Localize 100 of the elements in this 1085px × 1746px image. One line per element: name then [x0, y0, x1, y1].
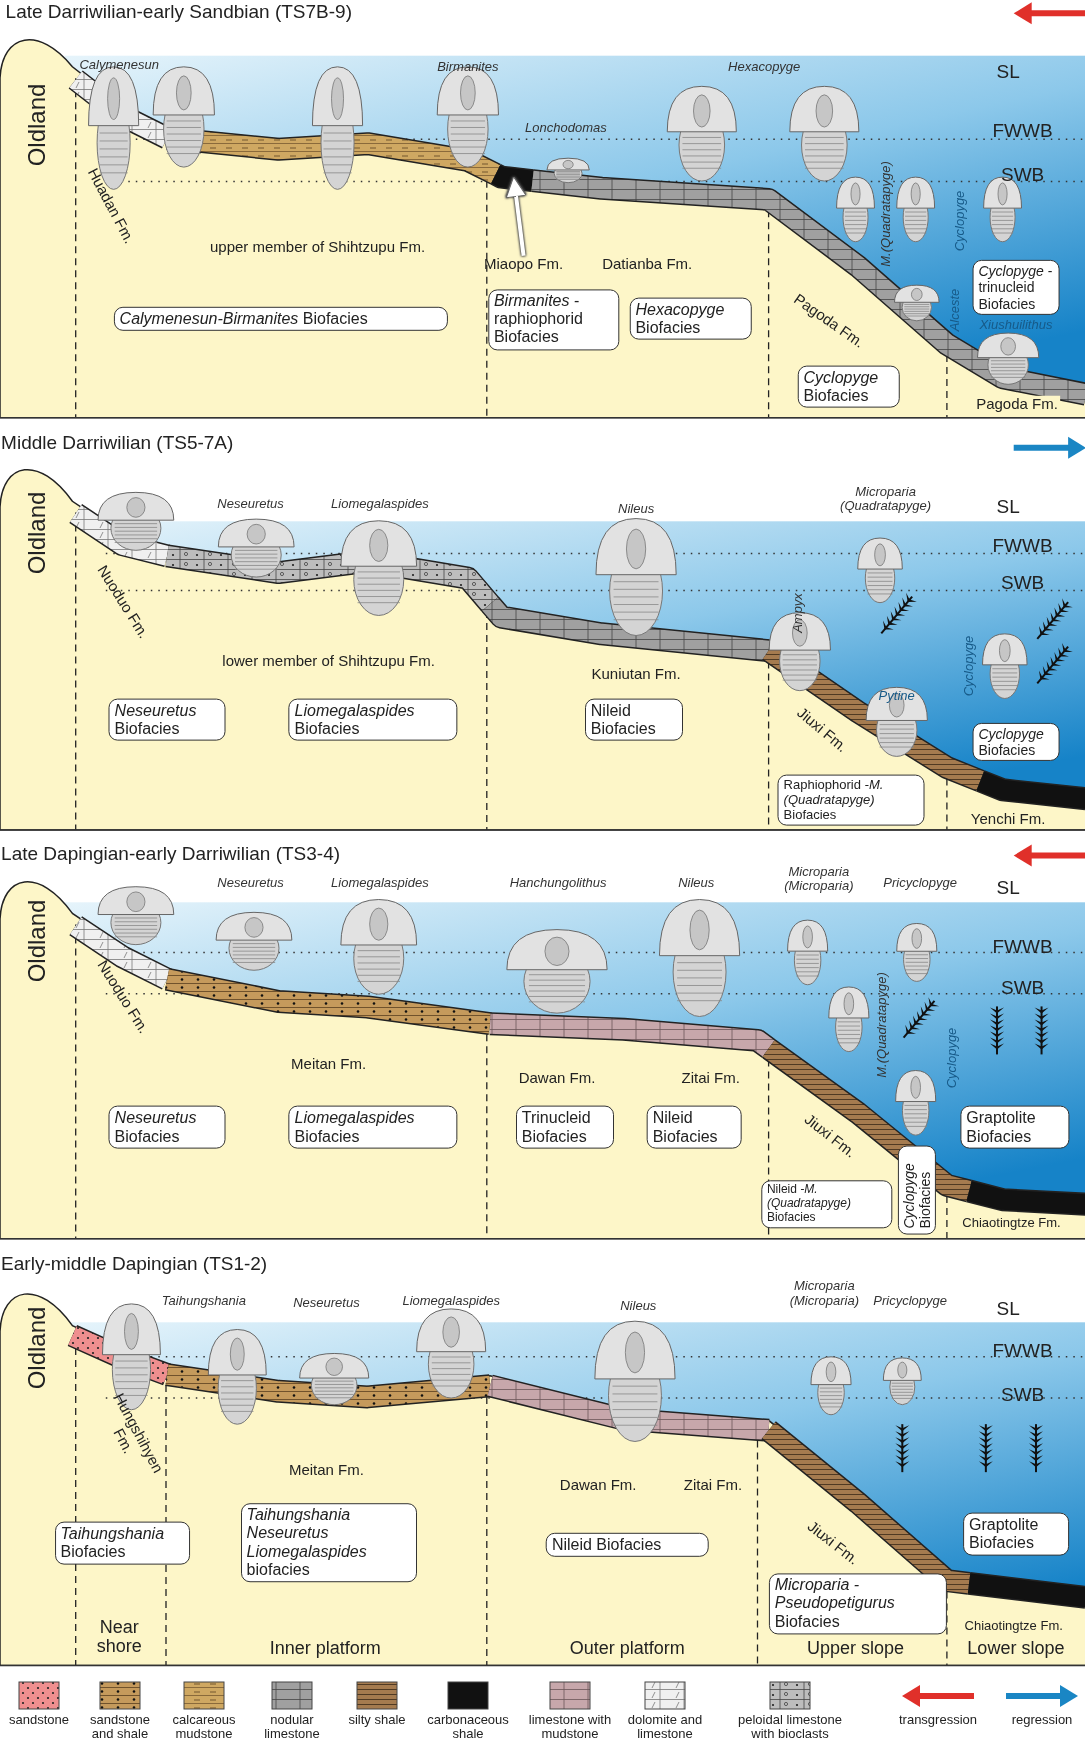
zone-label: Near shore [95, 1617, 143, 1658]
genus-label: Hexacopyge [728, 59, 801, 74]
legend-label: nodular limestone [263, 1713, 321, 1741]
formation-label: Chiaotingtze Fm. [962, 1619, 1065, 1634]
landmass-label: Oldland [23, 491, 50, 574]
formation-label: Dawan Fm. [559, 1476, 637, 1494]
shale-layer [489, 164, 534, 193]
biofacies-box: Trinucleid Biofacies [515, 1105, 614, 1149]
biofacies-box: Graptolite Biofacies [960, 1105, 1070, 1149]
biofacies-box: Liomegalaspides Biofacies [288, 1105, 458, 1149]
formation-label: Jiuxi Fm. [793, 704, 851, 756]
biofacies-box: Cyclopyge -trinucleid Biofacies [972, 260, 1060, 315]
formation-label: Meitan Fm. [288, 1462, 364, 1479]
genus-label: Microparia (Microparia) [783, 864, 855, 894]
biofacies-box: Cyclopyge Biofacies [972, 722, 1060, 761]
water-level-label: FWWB [992, 120, 1053, 142]
biofacies-box: Liomegalaspides Biofacies [288, 698, 458, 741]
legend-label: calcareous mudstone [171, 1713, 237, 1741]
formation-label: lower member of Shihtzupu Fm. [222, 652, 435, 669]
biofacies-box: Taihungshania Neseuretus Liomegalaspides biofacies [240, 1503, 417, 1583]
landmass-label: Oldland [23, 83, 50, 167]
genus-label: M.(Quadratapyge) [878, 161, 893, 267]
genus-label: Taihungshania [161, 1293, 246, 1309]
panel-title: Late Darriwilian-early Sandbian (TS7B-9) [5, 1, 352, 23]
formation-label: Chiaotingtze Fm. [960, 1215, 1063, 1231]
genus-label: Lonchodomas [525, 120, 607, 136]
water-level-label: SWB [1000, 572, 1045, 594]
biofacies-box: Hexacopyge Biofacies [629, 297, 752, 340]
water-level-label: SWB [1000, 1384, 1045, 1406]
formation-label: Jiuxi Fm. [801, 1111, 859, 1162]
landmass-label: Oldland [23, 899, 50, 983]
water-level-label: FWWB [992, 535, 1053, 557]
genus-label: Birmanites [437, 59, 499, 74]
legend-label: carbonaceous shale [426, 1713, 510, 1741]
biofacies-box: Birmanites -raphiophorid Biofacies [487, 289, 620, 351]
biofacies-box: Cyclopyge Biofacies [897, 1145, 936, 1235]
genus-label: Liomegalaspides [402, 1293, 500, 1309]
zone-label: Upper slope [806, 1638, 905, 1659]
legend-label: dolomite and limestone [626, 1713, 704, 1741]
formation-label: Jiuxi Fm. [804, 1517, 862, 1568]
water-level-label: SWB [1000, 977, 1045, 999]
water-level-label: SL [996, 1298, 1020, 1320]
water-level-label: FWWB [992, 936, 1053, 958]
genus-label: M.(Quadratapyge) [875, 972, 890, 1078]
genus-label: Liomegalaspides [331, 496, 429, 511]
biofacies-box: Calymenesun-Birmanites Biofacies [113, 306, 448, 331]
biofacies-box: Graptolite Biofacies [963, 1512, 1069, 1556]
genus-label: Microparia (Microparia) [788, 1279, 860, 1308]
legend-label: limestone with mudstone [527, 1713, 613, 1741]
legend-label: peloidal limestone with bioclasts [736, 1713, 844, 1741]
formation-label: Dawan Fm. [518, 1070, 596, 1087]
biofacies-box: Nileid -M.(Quadratapyge) Biofacies [760, 1180, 893, 1228]
panel-title: Late Dapingian-early Darriwilian (TS3-4) [1, 843, 341, 865]
genus-label: Microparia (Quadratapyge) [839, 484, 933, 514]
genus-label: Neseuretus [293, 1296, 360, 1311]
formation-label: Datianba Fm. [602, 255, 693, 273]
genus-label: Calymenesun [79, 57, 159, 72]
genus-label: Cyclopyge [961, 635, 977, 697]
genus-label: Nileus [620, 1298, 657, 1313]
pointer-arrow [505, 176, 527, 256]
biofacies-box: Neseuretus Biofacies [108, 1105, 226, 1149]
water-level-label: SL [996, 496, 1020, 518]
biofacies-box: Nileid Biofacies [646, 1105, 742, 1149]
legend-label: silty shale [347, 1713, 407, 1727]
legend-label: transgression [897, 1713, 978, 1727]
formation-label: Zitai Fm. [683, 1476, 743, 1494]
panel-title: Early-middle Dapingian (TS1-2) [1, 1253, 268, 1275]
genus-label: Cyclopyge [953, 190, 968, 251]
formation-label: Pagoda Fm. [974, 396, 1060, 413]
zone-label: Outer platform [569, 1638, 685, 1659]
genus-label: Nileus [618, 501, 655, 517]
formation-label: Meitan Fm. [291, 1055, 367, 1073]
genus-label: Pricyclopyge [883, 876, 957, 891]
formation-label: upper member of Shihtzupu Fm. [209, 239, 426, 256]
biofacies-box: Cyclopyge Biofacies [797, 365, 901, 408]
genus-label: Pytine [878, 689, 915, 704]
water-level-label: FWWB [992, 1340, 1053, 1362]
biofacies-box: Microparia -Pseudopetigurus Biofacies [768, 1573, 947, 1635]
zone-label: Inner platform [269, 1638, 381, 1659]
genus-label: Pricyclopyge [873, 1293, 947, 1309]
genus-label: Neseuretus [217, 496, 284, 511]
genus-label: Xiushuilithus [979, 318, 1053, 333]
formation-label: Miaopo Fm. [484, 255, 564, 273]
biofacies-box: Nileid Biofacies [584, 698, 683, 741]
water-level-label: SWB [1000, 164, 1045, 186]
landmass-label: Oldland [23, 1306, 50, 1390]
zone-label: Lower slope [967, 1638, 1065, 1659]
genus-label: Hanchungolithus [509, 876, 607, 891]
biofacies-box: Nileid Biofacies [545, 1532, 709, 1558]
legend-label: regression [1010, 1713, 1074, 1727]
genus-label: Nileus [678, 876, 715, 891]
legend-label: sandstone [8, 1713, 70, 1727]
genus-label: Alceste [947, 288, 962, 331]
genus-label: Liomegalaspides [331, 876, 429, 891]
water-level-label: SL [996, 61, 1020, 83]
genus-label: Ampyx [790, 592, 805, 633]
genus-label: Cyclopyge [945, 1027, 960, 1089]
formation-label: Kuniutan Fm. [591, 665, 681, 683]
biofacies-box: Neseuretus Biofacies [108, 698, 226, 741]
biofacies-box: Raphiophorid -M.(Quadratapyge) Biofacies [777, 774, 925, 826]
